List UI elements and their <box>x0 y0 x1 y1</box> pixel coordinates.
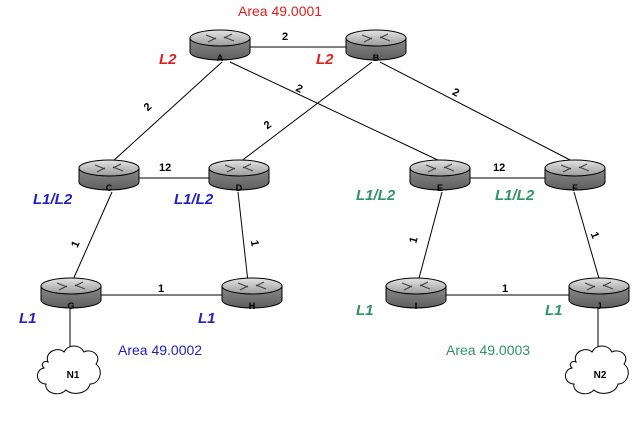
router-top <box>221 277 283 295</box>
cost-E-F: 12 <box>493 162 505 174</box>
cost-A-B: 2 <box>282 31 288 43</box>
router-top <box>409 159 471 177</box>
area-label-right: Area 49.0003 <box>446 342 530 358</box>
link-A-C <box>111 61 223 163</box>
router-name-G: G <box>67 301 74 311</box>
router-top <box>208 159 270 177</box>
router-name-E: E <box>437 183 443 193</box>
cost-C-G: 1 <box>69 239 82 249</box>
router-top <box>544 159 606 177</box>
level-label-J: L1 <box>545 302 563 319</box>
router-C: C <box>78 159 140 193</box>
area-label-left: Area 49.0002 <box>118 342 202 358</box>
link-costs: 2 2 2 2 2 12 12 1 1 1 1 1 1 <box>69 31 601 295</box>
level-label-G: L1 <box>19 310 37 327</box>
router-I: I <box>385 277 447 311</box>
router-G: G <box>40 277 102 311</box>
cost-B-D: 2 <box>262 119 274 132</box>
link-B-F <box>379 61 575 163</box>
cost-I-J: 1 <box>502 283 508 295</box>
router-arrows <box>584 281 614 291</box>
router-name-I: I <box>415 301 418 311</box>
router-name-D: D <box>236 183 243 193</box>
level-labels: L2 L2 L1/L2 L1/L2 L1/L2 L1/L2 L1 L1 L1 L… <box>19 51 563 327</box>
router-top <box>568 277 630 295</box>
router-name-H: H <box>249 301 256 311</box>
level-label-A: L2 <box>159 51 177 68</box>
link-D-H <box>237 191 249 283</box>
level-label-E: L1/L2 <box>356 187 396 204</box>
link-F-J <box>573 191 601 283</box>
network-label-n2: N2 <box>594 370 607 381</box>
network-label-n1: N1 <box>67 370 80 381</box>
router-name-B: B <box>373 53 380 63</box>
level-label-I: L1 <box>356 302 374 319</box>
cost-D-H: 1 <box>248 239 261 247</box>
cloud-icon <box>565 345 629 395</box>
level-label-B: L2 <box>316 51 334 68</box>
router-name-C: C <box>106 183 113 193</box>
router-arrows <box>94 163 124 173</box>
router-arrows <box>224 163 254 173</box>
router-top <box>189 29 251 47</box>
level-label-D: L1/L2 <box>174 191 214 208</box>
router-H: H <box>221 277 283 311</box>
cost-A-C: 2 <box>142 101 155 114</box>
cloud-icon <box>37 345 101 395</box>
router-arrows <box>560 163 590 173</box>
routers: A B C D E F G H I J <box>40 29 630 311</box>
router-top <box>345 29 407 47</box>
router-top <box>385 277 447 295</box>
cost-E-I: 1 <box>407 236 420 245</box>
cost-A-E: 2 <box>294 82 305 95</box>
router-arrows <box>237 281 267 291</box>
router-top <box>78 159 140 177</box>
cost-G-H: 1 <box>158 283 164 295</box>
network-n2: N2 <box>565 345 629 395</box>
area-label-top: Area 49.0001 <box>238 3 322 19</box>
link-E-I <box>417 191 443 283</box>
cost-F-J: 1 <box>588 230 601 240</box>
router-name-A: A <box>217 53 224 63</box>
level-label-H: L1 <box>198 310 216 327</box>
router-B: B <box>345 29 407 63</box>
router-E: E <box>409 159 471 193</box>
router-arrows <box>205 33 235 43</box>
router-name-F: F <box>572 183 578 193</box>
router-name-J: J <box>596 301 601 311</box>
router-arrows <box>56 281 86 291</box>
link-C-G <box>71 191 113 283</box>
level-label-C: L1/L2 <box>33 191 73 208</box>
router-D: D <box>208 159 270 193</box>
router-arrows <box>361 33 391 43</box>
cost-B-F: 2 <box>450 86 461 99</box>
router-arrows <box>401 281 431 291</box>
router-arrows <box>425 163 455 173</box>
area-labels: Area 49.0001 Area 49.0002 Area 49.0003 <box>118 3 530 358</box>
level-label-F: L1/L2 <box>495 187 535 204</box>
router-top <box>40 277 102 295</box>
router-J: J <box>568 277 630 311</box>
link-A-E <box>229 61 443 163</box>
router-A: A <box>189 29 251 63</box>
link-B-D <box>239 61 373 163</box>
router-F: F <box>544 159 606 193</box>
network-n1: N1 <box>37 345 101 395</box>
cost-C-D: 12 <box>159 162 171 174</box>
